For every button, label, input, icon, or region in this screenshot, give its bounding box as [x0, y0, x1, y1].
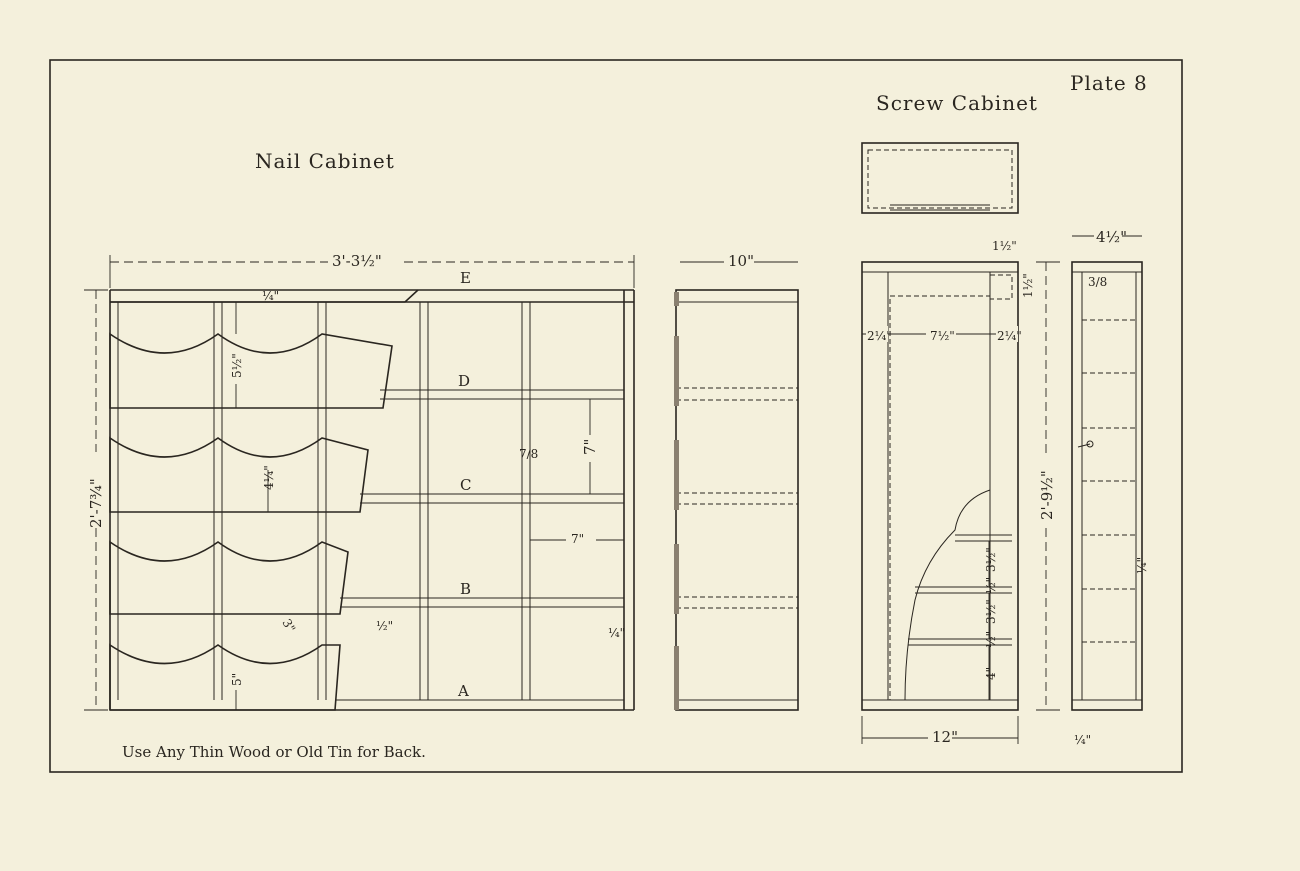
- shelf-label-c: C: [460, 476, 471, 494]
- plate-border: [49, 59, 1183, 773]
- nail-width-dim: 3'-3½": [332, 252, 382, 270]
- screw-side-mid-dim: ¼": [1135, 557, 1149, 574]
- screw-top-dim: 1½": [992, 239, 1017, 253]
- drawer-high-dim: 5½": [230, 353, 244, 378]
- screw-shelf-gap2-dim: 3½": [984, 599, 998, 624]
- drawer-low-dim: 5": [230, 673, 244, 686]
- drawer-front-1: [109, 332, 393, 409]
- back-note: Use Any Thin Wood or Old Tin for Back.: [122, 743, 426, 761]
- screw-width-dim: 12": [932, 728, 958, 746]
- screw-cabinet-top-view: [861, 142, 1019, 214]
- screw-side-bottom-dim: ¼": [1074, 733, 1091, 747]
- screw-cabinet-dimensions: 1½" 1½" 2¼" 7½" 2¼" 2'-9½" 3½" ½" 3½" ½"…: [861, 239, 1060, 746]
- scallop-dim: 3": [279, 617, 298, 635]
- shelf-label-a: A: [457, 682, 469, 700]
- shelf-label-d: D: [458, 372, 470, 390]
- screw-top-dim2: 1½": [1021, 273, 1035, 298]
- shelf-label-b: B: [460, 580, 471, 598]
- screw-side-top-dim: 3/8: [1088, 275, 1107, 289]
- nail-cabinet-title: Nail Cabinet: [255, 149, 395, 173]
- knob-icon: [1086, 440, 1094, 448]
- divider-dim: 7/8: [519, 447, 538, 461]
- screw-side-depth-dim: 4½": [1096, 228, 1127, 246]
- screw-side-right-dim: 2¼": [997, 329, 1022, 343]
- nail-cabinet-side-view: 10": [674, 252, 799, 711]
- nail-height-dim: 2'-7¾": [87, 478, 105, 528]
- screw-shelf-gap1-dim: 3½": [984, 547, 998, 572]
- top-rail-dim: ¼": [262, 289, 279, 303]
- nail-side-depth-dim: 10": [728, 252, 754, 270]
- screw-shelf-thk1-dim: ½": [984, 577, 998, 594]
- screw-side-left-dim: 2¼": [867, 329, 892, 343]
- drawer-front-3: [109, 540, 349, 615]
- screw-cabinet-front: [861, 261, 1019, 711]
- drawer-front-2: [109, 436, 369, 513]
- screw-inner-width-dim: 7½": [930, 329, 955, 343]
- screw-height-dim: 2'-9½": [1038, 470, 1056, 520]
- bottom-thickness-dim: ¼": [608, 626, 625, 640]
- screw-cabinet-title: Screw Cabinet: [876, 91, 1038, 115]
- drawer-front-4: [109, 643, 341, 711]
- screw-shelf-gap3-dim: 4": [984, 667, 998, 680]
- nail-cabinet-front: E D C B A: [109, 269, 635, 711]
- compartment-height-dim: 7": [581, 439, 599, 455]
- screw-shelf-thk2-dim: ½": [984, 631, 998, 648]
- drawer-mid-dim: 4¼": [262, 465, 276, 490]
- shelf-thickness-dim: ½": [376, 619, 393, 633]
- nail-cabinet-dimensions: 3'-3½" 2'-7¾" ¼" 5½" 4¼" 5" 3" 7/8 7" 7"…: [84, 252, 635, 711]
- shelf-label-e: E: [460, 269, 471, 287]
- screw-cabinet-side-view: 4½" 3/8 ¼" ¼": [1071, 226, 1149, 747]
- compartment-width-dim: 7": [571, 532, 584, 546]
- plate-label: Plate 8: [1070, 71, 1148, 95]
